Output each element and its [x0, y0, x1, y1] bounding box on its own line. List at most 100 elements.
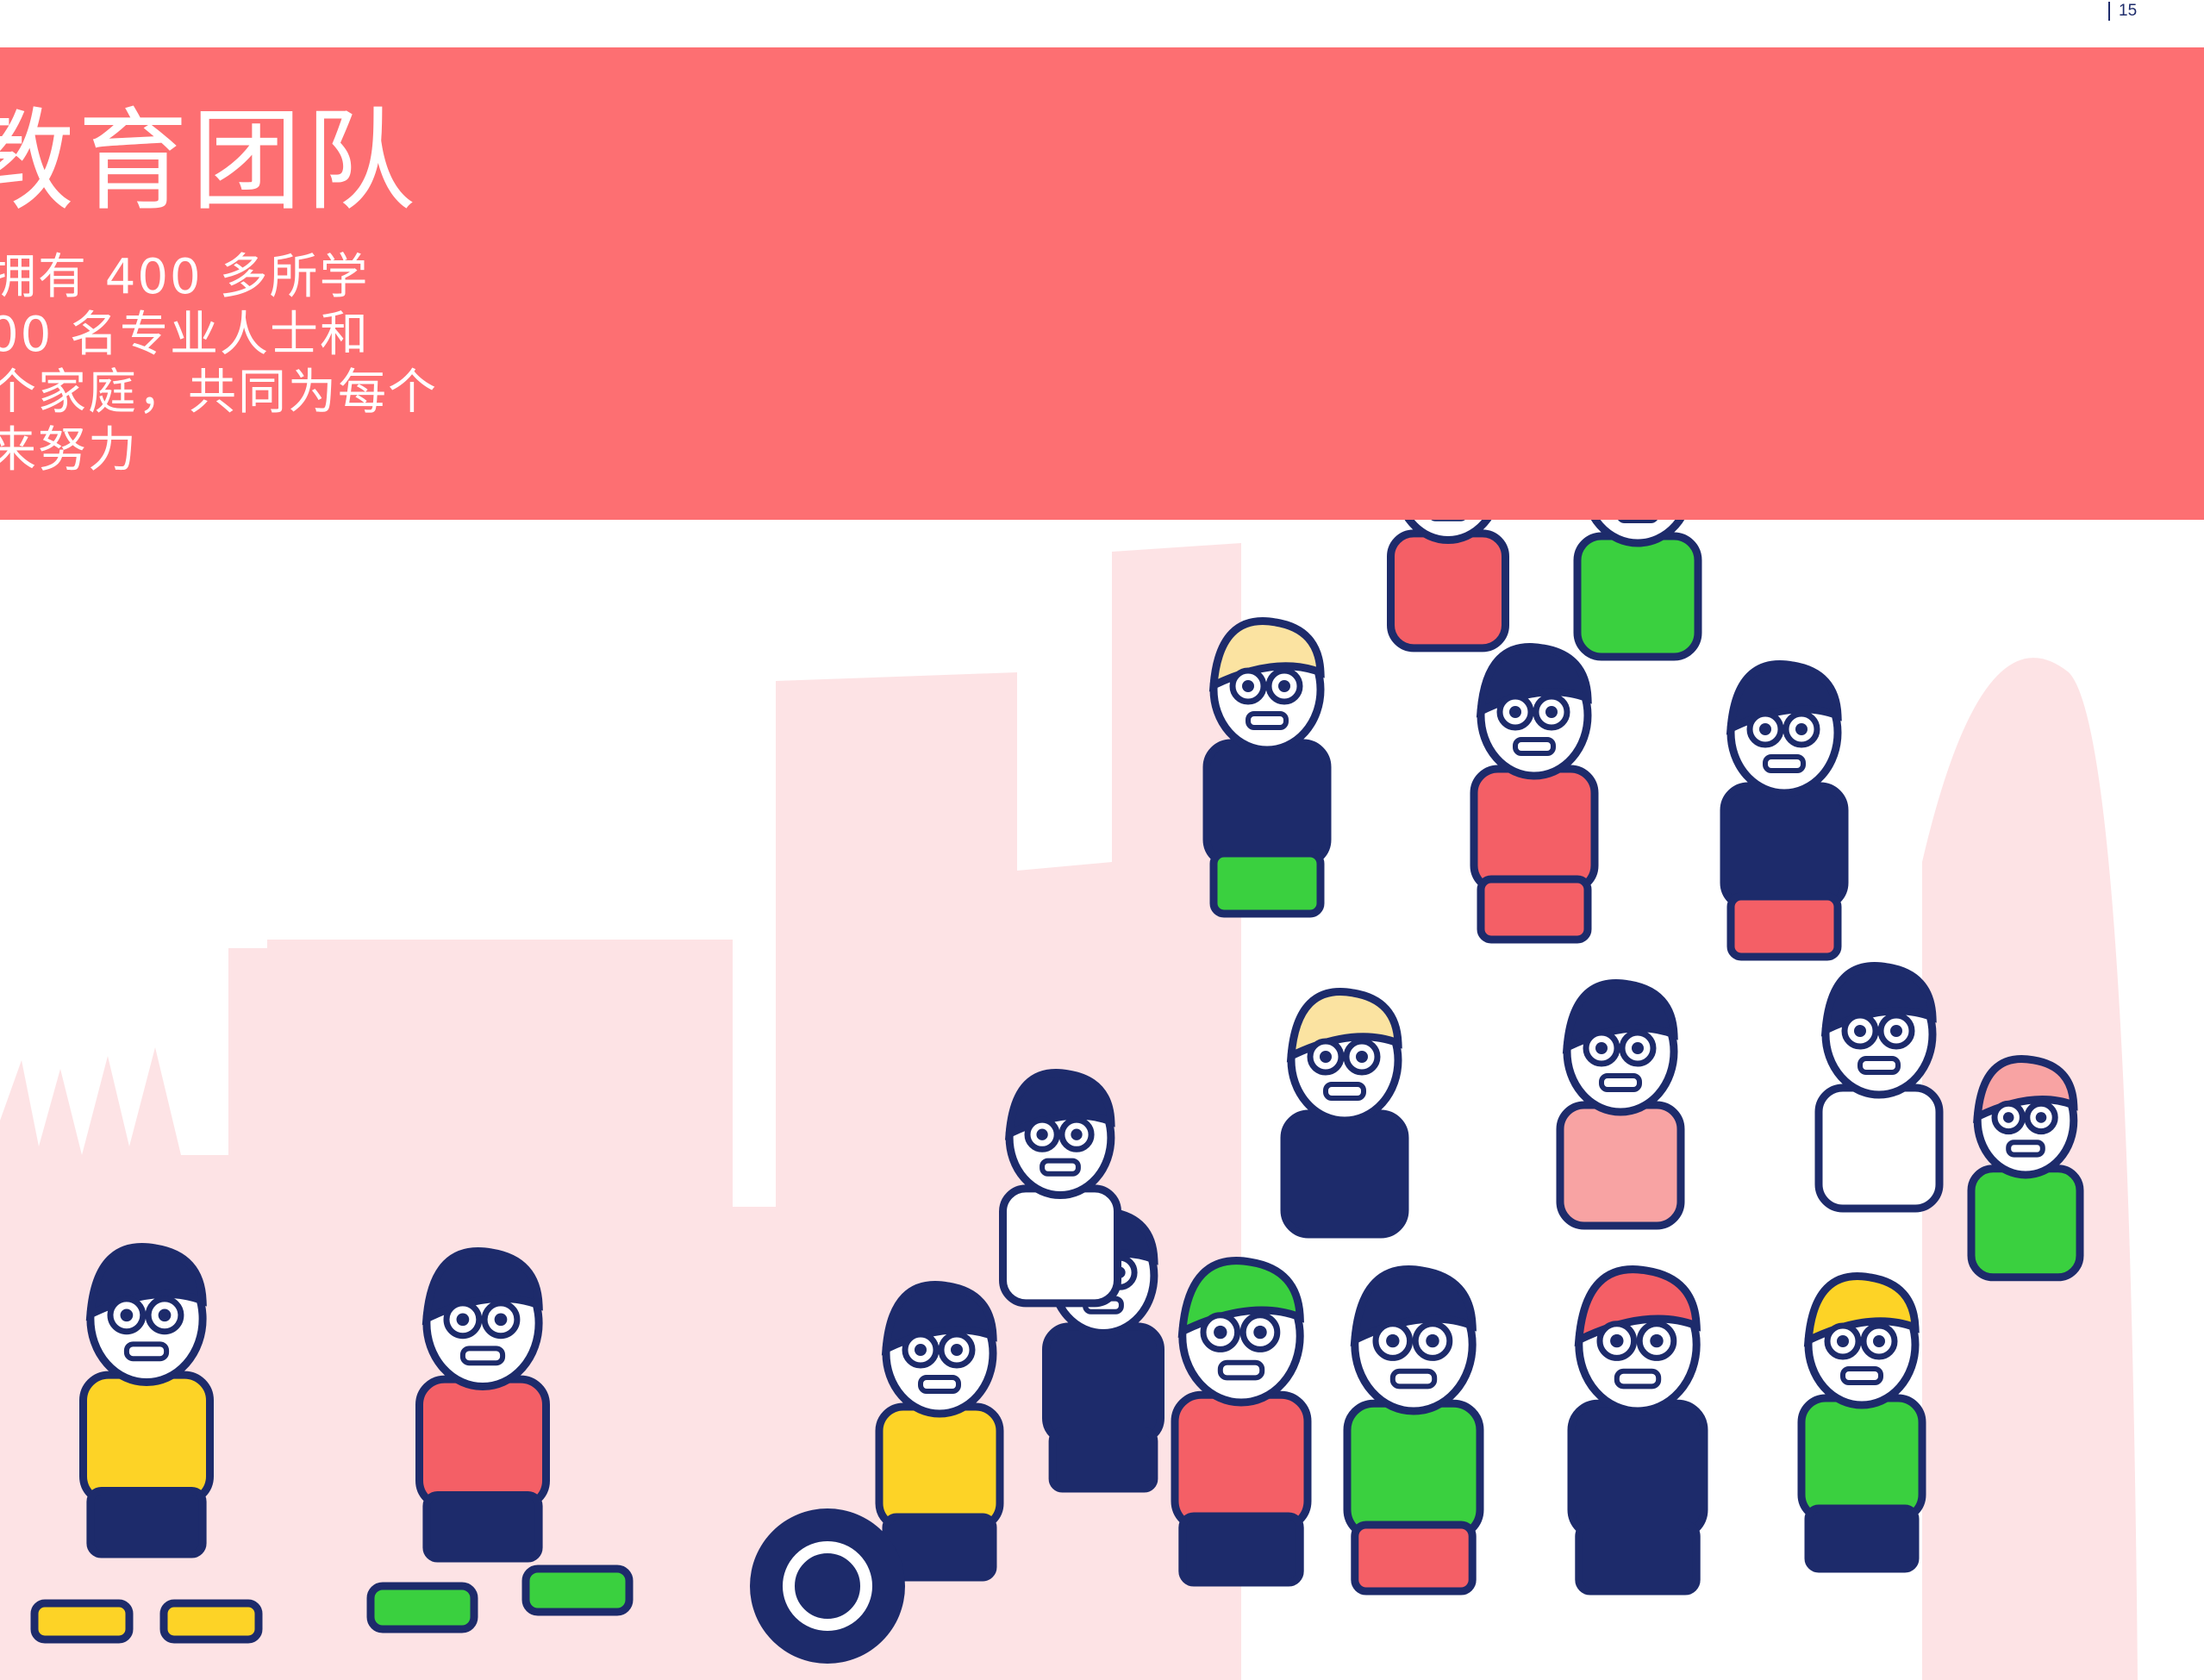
shoe [159, 1599, 263, 1644]
trousers [1575, 1521, 1701, 1596]
person [875, 1281, 1004, 1582]
pupil [1854, 1025, 1866, 1037]
hair [85, 1243, 207, 1321]
torso [1720, 782, 1849, 911]
person [1567, 1265, 1708, 1596]
shoe [521, 1564, 634, 1616]
hair [1820, 962, 1937, 1037]
torso [1343, 1399, 1484, 1540]
torso [1280, 1109, 1409, 1239]
pupil [1320, 1051, 1332, 1063]
person [1556, 979, 1685, 1230]
pupil [158, 1308, 172, 1322]
torso [999, 1184, 1121, 1308]
pupil [120, 1308, 134, 1322]
pupil [1545, 706, 1558, 718]
pupil [1610, 1333, 1624, 1348]
mouth [1246, 711, 1289, 730]
person [1280, 988, 1409, 1239]
mouth [1614, 1368, 1662, 1390]
torso [1556, 1101, 1685, 1230]
mouth [1857, 1056, 1901, 1075]
pupil [1509, 706, 1521, 718]
person [415, 1247, 550, 1563]
page-title: 教育团队 [0, 97, 420, 226]
trousers [1351, 1521, 1477, 1596]
hair [1208, 617, 1325, 692]
intro-line: 拥有 400 多所学 [0, 249, 370, 305]
torso [1967, 1165, 2084, 1282]
torso [1202, 739, 1332, 868]
mouth [459, 1346, 506, 1366]
wheel-hub [783, 1541, 872, 1631]
trousers [1178, 1512, 1304, 1587]
pupil [1837, 1335, 1849, 1347]
torso [79, 1371, 214, 1506]
person [1797, 1272, 1926, 1573]
torso [1814, 1084, 1944, 1213]
person [79, 1243, 214, 1558]
torso [1387, 529, 1509, 653]
hair [1562, 979, 1678, 1054]
pupil [494, 1313, 508, 1327]
pupil [1036, 1128, 1048, 1140]
trousers [1726, 892, 1842, 961]
trousers [1048, 1427, 1158, 1493]
pupil [1386, 1333, 1400, 1348]
pupil [2035, 1112, 2047, 1123]
pupil [2002, 1112, 2014, 1123]
walking-children [30, 1243, 634, 1644]
hair [1574, 1265, 1701, 1346]
mouth [1840, 1366, 1883, 1385]
pupil [1356, 1051, 1368, 1063]
pupil [456, 1313, 470, 1327]
mouth [1763, 754, 1806, 773]
hair [1803, 1272, 1920, 1347]
pupil [1253, 1325, 1267, 1340]
pupil [915, 1344, 927, 1356]
torso [1171, 1390, 1312, 1532]
torso [1042, 1322, 1164, 1446]
pupil [1890, 1025, 1902, 1037]
mouth [123, 1341, 170, 1362]
pupil [1595, 1042, 1608, 1054]
person [1814, 962, 1944, 1213]
intro-line: 00 名专业人士和 [0, 307, 371, 363]
person [1171, 1257, 1312, 1587]
hair [881, 1281, 997, 1356]
pupil [1873, 1335, 1885, 1347]
mouth [1323, 1082, 1366, 1101]
person [1720, 660, 1849, 961]
pupil [1242, 680, 1254, 692]
torso [1797, 1394, 1926, 1523]
pupil [1214, 1325, 1227, 1340]
pupil [1278, 680, 1290, 692]
hair [1476, 643, 1592, 718]
torso [415, 1375, 550, 1510]
intro-line: 个家庭，共同为每个 [0, 365, 438, 421]
person [1343, 1265, 1484, 1596]
pupil [951, 1344, 963, 1356]
intro-paragraph: 拥有 400 多所学 00 名专业人士和 个家庭，共同为每个 来努力 [0, 248, 438, 479]
trousers [86, 1487, 207, 1558]
intro-line: 来努力 [0, 422, 138, 478]
mouth [1513, 737, 1556, 756]
mouth [1040, 1158, 1081, 1177]
hair [1726, 660, 1842, 735]
pupil [1071, 1128, 1083, 1140]
trousers [1209, 849, 1325, 918]
trousers [1804, 1504, 1920, 1573]
hair [1177, 1257, 1304, 1338]
hair [1350, 1265, 1477, 1346]
hair [421, 1247, 543, 1326]
mouth [1599, 1073, 1642, 1092]
pupil [1795, 723, 1808, 735]
torso [1567, 1399, 1708, 1540]
title-banner [0, 47, 2204, 520]
person [1202, 617, 1332, 918]
mouth [1389, 1368, 1438, 1390]
pupil [1759, 723, 1771, 735]
torso [1470, 765, 1599, 894]
